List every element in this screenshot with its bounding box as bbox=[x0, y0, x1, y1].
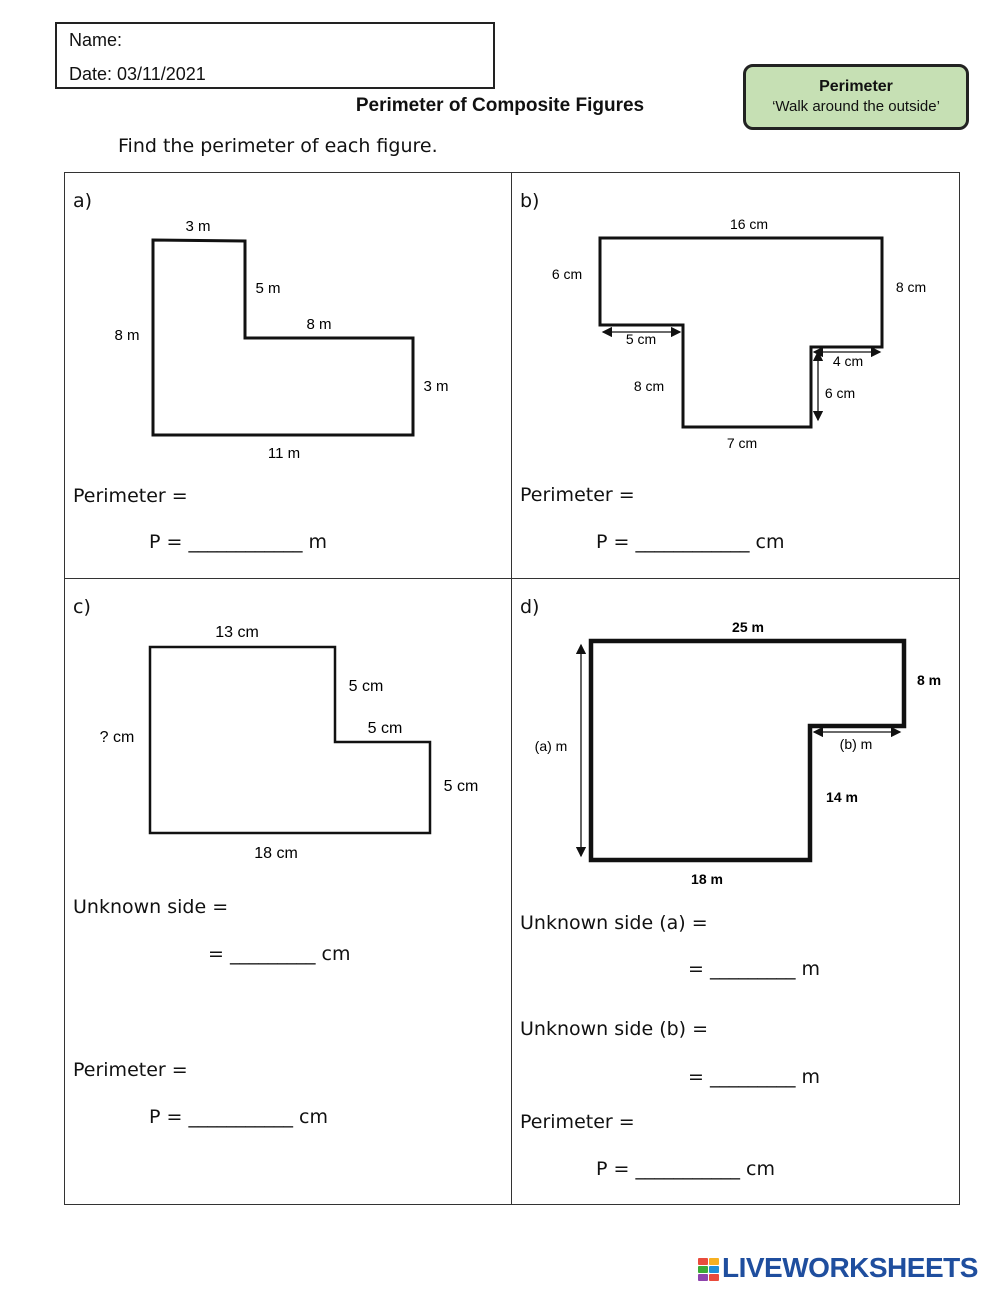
figure-a-bottom-label: 11 m bbox=[268, 445, 300, 462]
figure-d-bottom-label: 18 m bbox=[691, 871, 723, 887]
problem-d-answer-line[interactable]: P = ___________ cm bbox=[596, 1158, 775, 1180]
problem-d-unknown-b-answer[interactable]: = _________ m bbox=[688, 1066, 821, 1088]
figure-a-left-label: 8 m bbox=[114, 327, 139, 344]
callout-subtitle: ‘Walk around the outside’ bbox=[772, 98, 940, 115]
figure-c-right-label: 5 cm bbox=[444, 778, 479, 795]
name-label: Name: bbox=[69, 30, 123, 50]
figure-d-top-label: 25 m bbox=[732, 619, 764, 635]
figure-d-shape bbox=[588, 638, 907, 863]
figure-d-inner-vertical-label: 14 m bbox=[826, 789, 858, 805]
perimeter-callout: Perimeter ‘Walk around the outside’ bbox=[743, 64, 969, 130]
problem-a-answer-line[interactable]: P = ____________ m bbox=[149, 531, 328, 553]
page-title: Perimeter of Composite Figures bbox=[355, 95, 645, 116]
figure-a-top-label: 3 m bbox=[185, 218, 210, 235]
figure-d-left-label: (a) m bbox=[535, 738, 568, 754]
figure-c-inner-vertical-label: 5 cm bbox=[349, 678, 384, 695]
figure-b-top-label: 16 cm bbox=[730, 216, 768, 232]
figure-b-left-step-label: 5 cm bbox=[626, 331, 656, 347]
figure-b-right-inner-label: 6 cm bbox=[825, 385, 855, 401]
problem-a-perimeter-label: Perimeter = bbox=[73, 485, 188, 507]
figure-b-shape bbox=[598, 236, 884, 429]
figure-b-right-label: 8 cm bbox=[896, 279, 926, 295]
callout-title: Perimeter bbox=[819, 78, 893, 95]
problem-c-perimeter-label: Perimeter = bbox=[73, 1059, 188, 1081]
figure-b-left-label: 6 cm bbox=[552, 266, 582, 282]
figure-b-left-inner-label: 8 cm bbox=[634, 378, 664, 394]
figure-d-step-label: (b) m bbox=[840, 736, 873, 752]
problem-b-answer-line[interactable]: P = ____________ cm bbox=[596, 531, 785, 553]
problem-c-answer-line[interactable]: P = ___________ cm bbox=[149, 1106, 328, 1128]
figure-b-bottom-label: 7 cm bbox=[727, 435, 757, 451]
problem-d-perimeter-label: Perimeter = bbox=[520, 1111, 635, 1133]
grid-divider-horizontal bbox=[64, 578, 960, 579]
problem-d-unknown-b-label: Unknown side (b) = bbox=[520, 1018, 709, 1040]
figure-b-right-step-label: 4 cm bbox=[833, 353, 863, 369]
problem-a-label: a) bbox=[73, 190, 93, 212]
liveworksheets-logo-icon bbox=[698, 1258, 720, 1282]
problem-c-unknown-label: Unknown side = bbox=[73, 896, 229, 918]
figure-c-top-label: 13 cm bbox=[215, 624, 259, 641]
figure-c-inner-horizontal-label: 5 cm bbox=[368, 720, 403, 737]
date-label: Date: 03/11/2021 bbox=[69, 64, 206, 84]
figure-c-left-label: ? cm bbox=[100, 729, 135, 746]
figure-a-right-label: 3 m bbox=[423, 378, 448, 395]
grid-divider-vertical bbox=[511, 172, 512, 1205]
problem-c-unknown-answer[interactable]: = _________ cm bbox=[208, 943, 351, 965]
figure-a-shape bbox=[151, 238, 415, 437]
figure-a-inner-vertical-label: 5 m bbox=[255, 280, 280, 297]
problem-d-label: d) bbox=[520, 596, 540, 618]
problem-grid bbox=[64, 172, 960, 1205]
problem-b-label: b) bbox=[520, 190, 540, 212]
figure-c-bottom-label: 18 cm bbox=[254, 845, 298, 862]
instruction: Find the perimeter of each figure. bbox=[118, 135, 438, 157]
problem-b-perimeter-label: Perimeter = bbox=[520, 484, 635, 506]
figure-a-inner-horizontal-label: 8 m bbox=[306, 316, 331, 333]
name-date-box: Name: Date: 03/11/2021 bbox=[55, 22, 495, 89]
figure-c-shape bbox=[148, 645, 432, 835]
problem-d-unknown-a-answer[interactable]: = _________ m bbox=[688, 958, 821, 980]
figure-d-right-label: 8 m bbox=[917, 672, 941, 688]
problem-d-unknown-a-label: Unknown side (a) = bbox=[520, 912, 708, 934]
problem-c-label: c) bbox=[73, 596, 91, 618]
brand-wordmark: LIVEWORKSHEETS bbox=[722, 1252, 978, 1283]
